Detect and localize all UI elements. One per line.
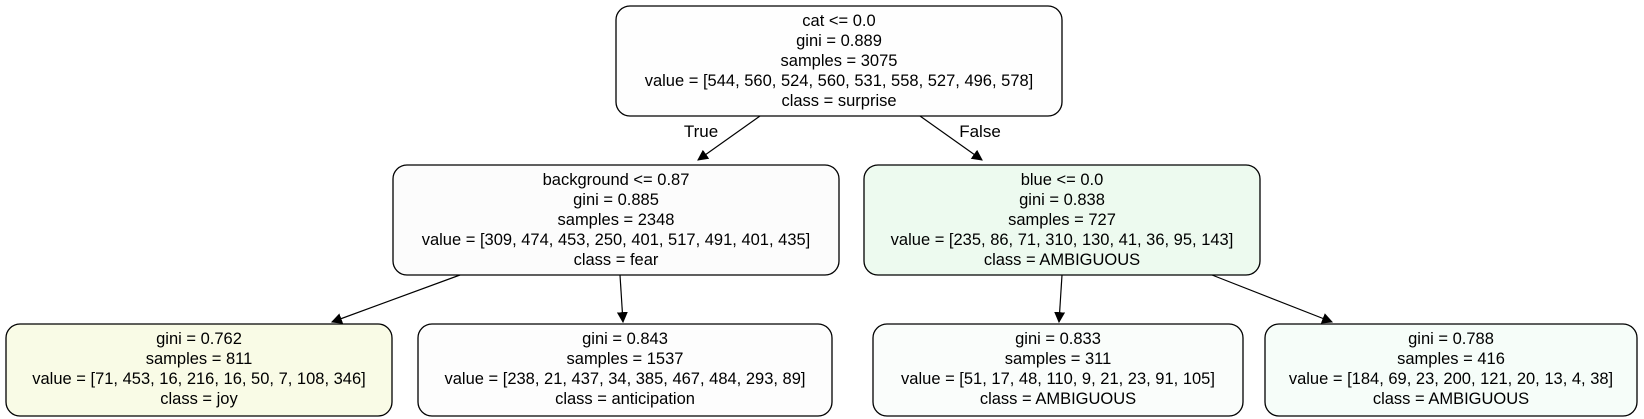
- node-class: class = AMBIGUOUS: [1373, 390, 1529, 408]
- node-class: class = anticipation: [555, 390, 695, 408]
- node-class: class = surprise: [781, 92, 896, 110]
- node-value: value = [71, 453, 16, 216, 16, 50, 7, 10…: [32, 370, 365, 388]
- node-class: class = AMBIGUOUS: [980, 390, 1136, 408]
- node-gini: gini = 0.885: [573, 191, 659, 209]
- node-samples: samples = 1537: [567, 350, 684, 368]
- node-split-rule: blue <= 0.0: [1021, 171, 1104, 189]
- node-gini: gini = 0.762: [156, 330, 242, 348]
- edge-left-lr: [616, 274, 628, 324]
- node-samples: samples = 416: [1397, 350, 1505, 368]
- node-value: value = [235, 86, 71, 310, 130, 41, 36, …: [891, 231, 1234, 249]
- tree-node-left: background <= 0.87 gini = 0.885 samples …: [392, 164, 840, 276]
- edge-root-left: True: [684, 115, 761, 161]
- node-gini: gini = 0.833: [1015, 330, 1101, 348]
- node-value: value = [51, 17, 48, 110, 9, 21, 23, 91,…: [901, 370, 1215, 388]
- node-value: value = [309, 474, 453, 250, 401, 517, 4…: [422, 231, 811, 249]
- node-value: value = [544, 560, 524, 560, 531, 558, 5…: [645, 72, 1034, 90]
- node-gini: gini = 0.788: [1408, 330, 1494, 348]
- tree-leaf-ll: gini = 0.762 samples = 811 value = [71, …: [5, 323, 393, 417]
- node-box: [392, 164, 840, 276]
- node-gini: gini = 0.889: [796, 32, 882, 50]
- edge-label-false: False: [959, 122, 1001, 141]
- node-samples: samples = 3075: [781, 52, 898, 70]
- edge-label-true: True: [684, 122, 718, 141]
- node-split-rule: background <= 0.87: [543, 171, 690, 189]
- node-value: value = [184, 69, 23, 200, 121, 20, 13, …: [1289, 370, 1613, 388]
- node-samples: samples = 727: [1008, 211, 1116, 229]
- node-gini: gini = 0.843: [582, 330, 668, 348]
- node-value: value = [238, 21, 437, 34, 385, 467, 484…: [444, 370, 805, 388]
- node-box: [1264, 323, 1638, 417]
- node-gini: gini = 0.838: [1019, 191, 1105, 209]
- node-box: [5, 323, 393, 417]
- edge-root-right: False: [919, 115, 1001, 161]
- node-samples: samples = 811: [146, 350, 253, 368]
- tree-node-root: cat <= 0.0 gini = 0.889 samples = 3075 v…: [615, 5, 1063, 117]
- node-class: class = fear: [574, 251, 659, 269]
- tree-node-right: blue <= 0.0 gini = 0.838 samples = 727 v…: [863, 164, 1261, 276]
- edge-left-ll: [330, 274, 461, 324]
- tree-leaf-rr: gini = 0.788 samples = 416 value = [184,…: [1264, 323, 1638, 417]
- tree-leaf-lr: gini = 0.843 samples = 1537 value = [238…: [417, 323, 833, 417]
- node-samples: samples = 311: [1005, 350, 1112, 368]
- edge-right-rr: [1211, 274, 1334, 324]
- node-box: [863, 164, 1261, 276]
- node-box: [417, 323, 833, 417]
- node-class: class = AMBIGUOUS: [984, 251, 1140, 269]
- edge-right-rl: [1054, 274, 1066, 324]
- tree-leaf-rl: gini = 0.833 samples = 311 value = [51, …: [872, 323, 1244, 417]
- node-split-rule: cat <= 0.0: [802, 12, 875, 30]
- node-samples: samples = 2348: [558, 211, 675, 229]
- node-class: class = joy: [160, 390, 238, 408]
- node-box: [872, 323, 1244, 417]
- node-box: [615, 5, 1063, 117]
